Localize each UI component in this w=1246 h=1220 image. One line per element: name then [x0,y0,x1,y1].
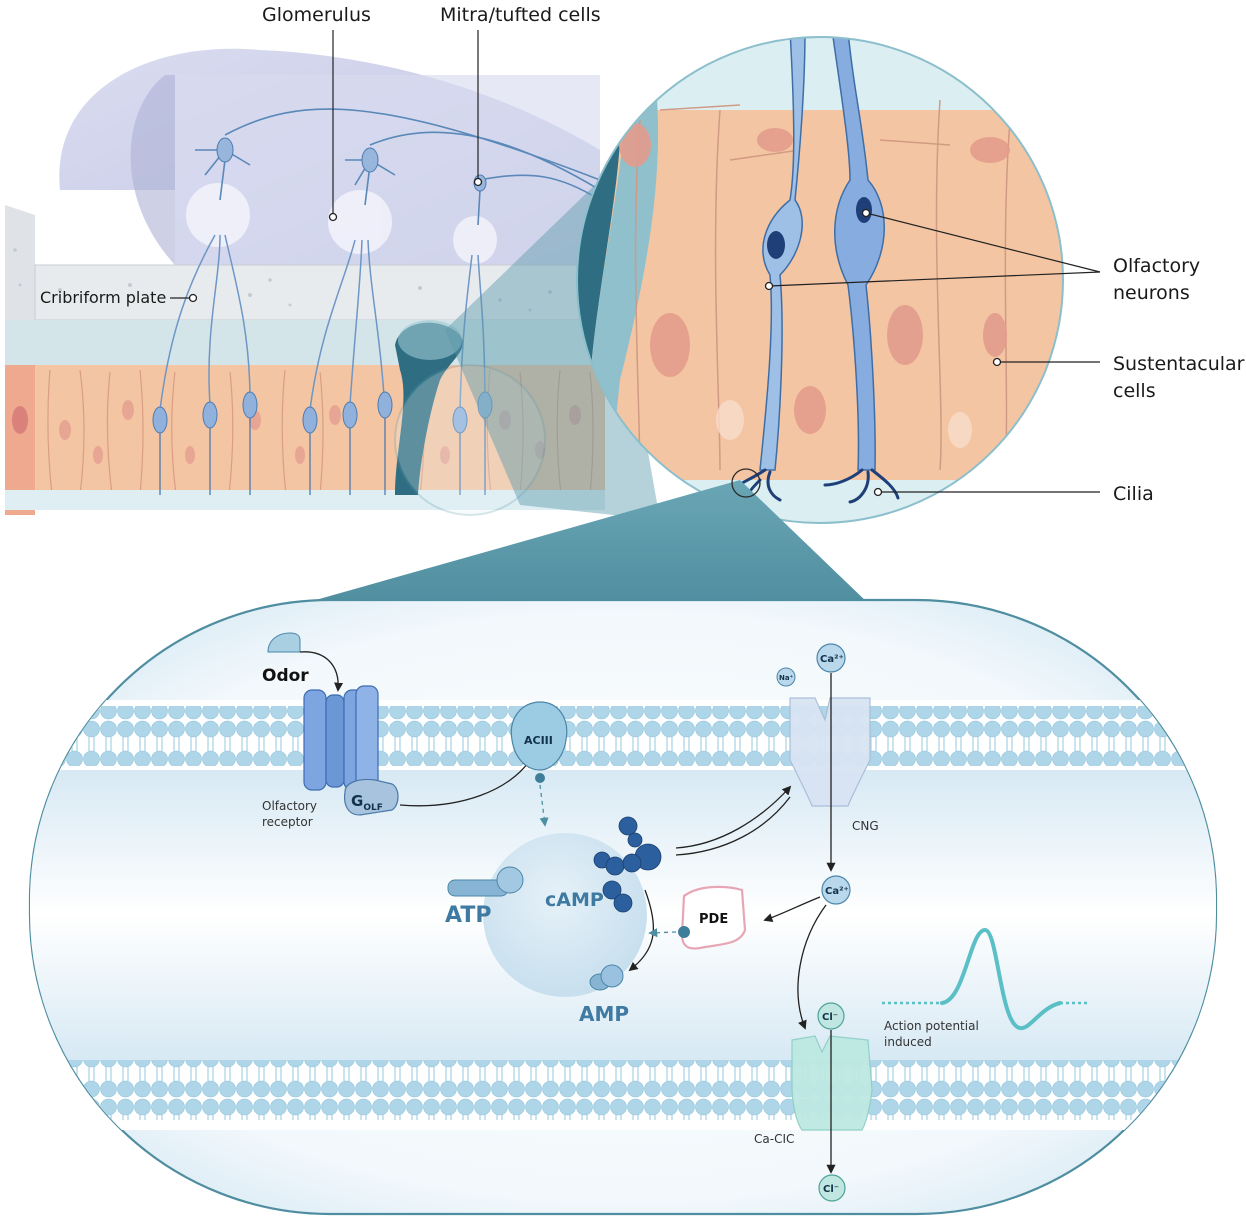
label-glomerulus: Glomerulus [262,4,371,26]
camp-molecule-icon [593,816,662,913]
bowman-gland [395,320,463,495]
amp-molecule-icon [589,964,624,991]
label-cribriform: Cribriform plate [40,288,166,307]
odor-molecule-icon [267,632,301,653]
label-odor: Odor [262,666,309,686]
cl-ion-top: Cl⁻ [817,1002,845,1030]
olfactory-receptor-icon [303,685,379,793]
label-receptor-2: receptor [262,815,313,829]
small-zoom-circle [394,364,546,516]
olfactory-neuron-bodies [152,391,493,434]
svg-text:Na⁺: Na⁺ [779,674,794,682]
label-atp: ATP [445,903,491,928]
label-amp: AMP [579,1002,629,1026]
label-cilia: Cilia [1113,483,1154,505]
label-golf: GOLF [351,792,383,813]
label-action-potential-2: induced [884,1035,932,1049]
label-pde: PDE [699,912,728,927]
svg-text:Ca²⁺: Ca²⁺ [825,886,849,897]
top-labels: Glomerulus Mitra/tufted cells Cribriform… [40,4,1245,505]
membrane-bottom [30,1060,1216,1120]
glomerulus-spots [186,183,497,264]
pde-enzyme-icon [680,885,747,950]
camp-cycle-disc [483,833,647,997]
golf-protein-icon [343,778,399,816]
label-cng: CNG [852,819,879,833]
svg-text:Cl⁻: Cl⁻ [823,1184,839,1195]
svg-text:Ca²⁺: Ca²⁺ [820,654,844,665]
svg-text:Cl⁻: Cl⁻ [822,1012,838,1023]
olfactory-axons [159,234,486,411]
cng-channel-icon [789,697,871,807]
membrane-top [30,706,1216,766]
label-olfactory-neurons-2: neurons [1113,282,1190,304]
label-camp: cAMP [545,889,604,911]
label-olfactory-neurons-1: Olfactory [1113,255,1200,277]
cribriform-plate [5,205,606,321]
action-potential-wave-icon [882,927,1090,1030]
ca-ion-top: Ca²⁺ [816,643,846,673]
label-receptor-1: Olfactory [262,799,317,813]
zoom-cone-bottom [298,480,870,605]
mitral-tufted-cells [195,108,601,226]
label-mitral-tufted: Mitra/tufted cells [440,4,601,26]
na-ion: Na⁺ [776,667,796,687]
olfactory-bulb [59,48,601,275]
lamina-propria [5,320,605,370]
ca-ion-mid: Ca²⁺ [821,875,851,905]
atp-molecule-icon [447,866,524,897]
aciii-enzyme-icon [510,701,568,783]
ca-clc-channel-icon [791,1035,873,1131]
label-sustentacular-2: cells [1113,380,1156,402]
label-sustentacular-1: Sustentacular [1113,353,1245,375]
label-action-potential-1: Action potential [884,1019,979,1033]
transduction-oval [28,598,1218,1216]
label-ca-clc: Ca-CIC [754,1132,794,1146]
cl-ion-bottom: Cl⁻ [818,1174,846,1202]
label-aciii: ACIII [524,734,553,747]
